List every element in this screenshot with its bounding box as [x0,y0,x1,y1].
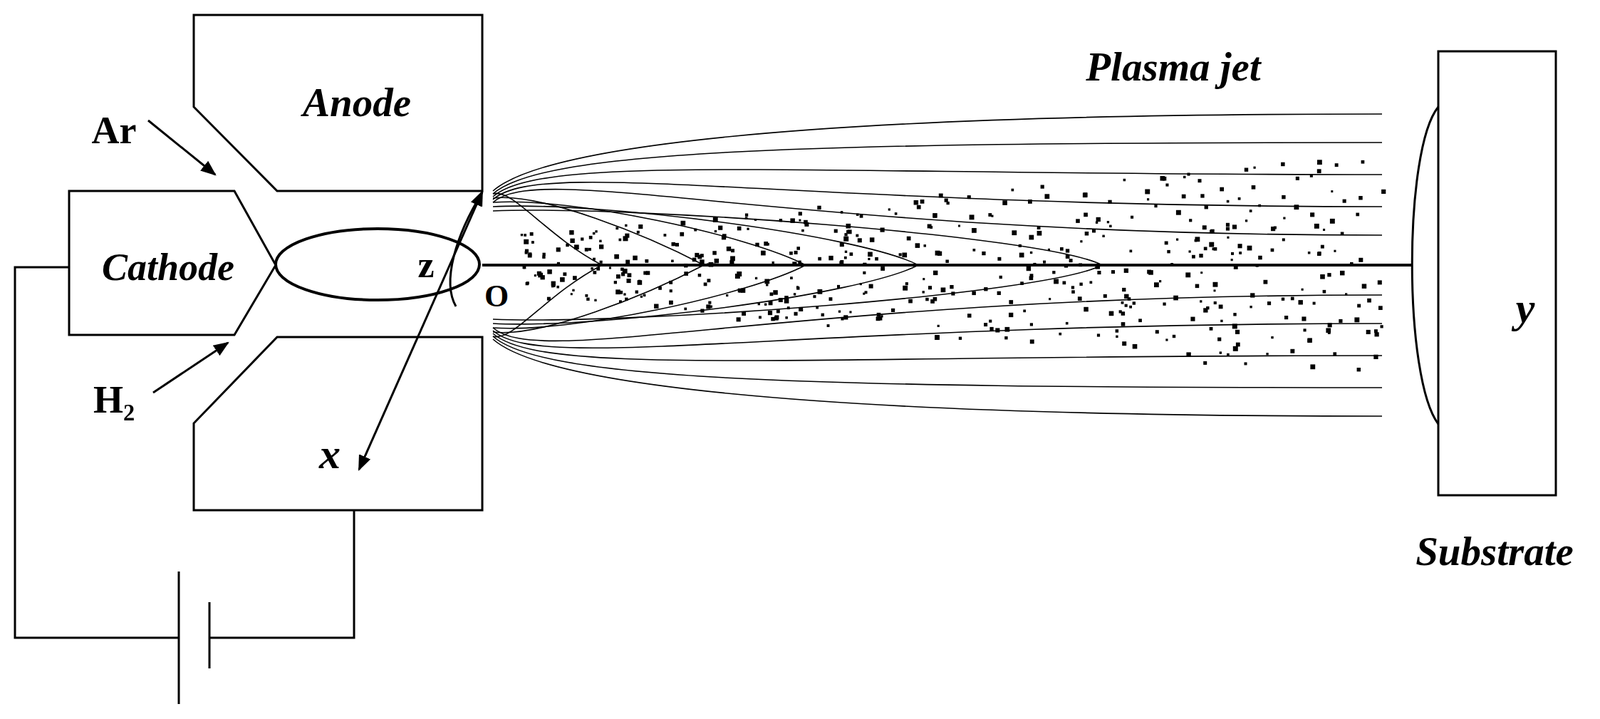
lower-anode [193,336,483,511]
deposit-layer [1411,106,1439,424]
battery-plate [178,571,181,704]
gas-label: Ar [91,111,137,150]
part-name: Substrate [1415,530,1574,572]
battery-plate [208,601,211,669]
axis-label: x [319,432,341,476]
part-name: Cathode [101,247,235,287]
jet-label: Plasma jet [1085,46,1261,87]
outline [1438,51,1556,496]
anode-block: Anode [193,14,483,191]
z-axis-arc [450,192,483,307]
x-axis [359,191,483,470]
origin-label: O [484,280,509,313]
gas-label: H₂ [93,380,135,419]
y-axis [482,263,1526,267]
axis-label: z [417,246,434,284]
axis-label: y [1515,286,1536,330]
cathode-block: Cathode [69,190,276,335]
gas-arrow [148,120,216,175]
arc-ellipse [275,228,480,300]
substrate-block: Substrate [1438,51,1556,496]
gas-arrow [153,342,228,393]
part-name: Anode [302,81,412,123]
wire [209,510,355,638]
